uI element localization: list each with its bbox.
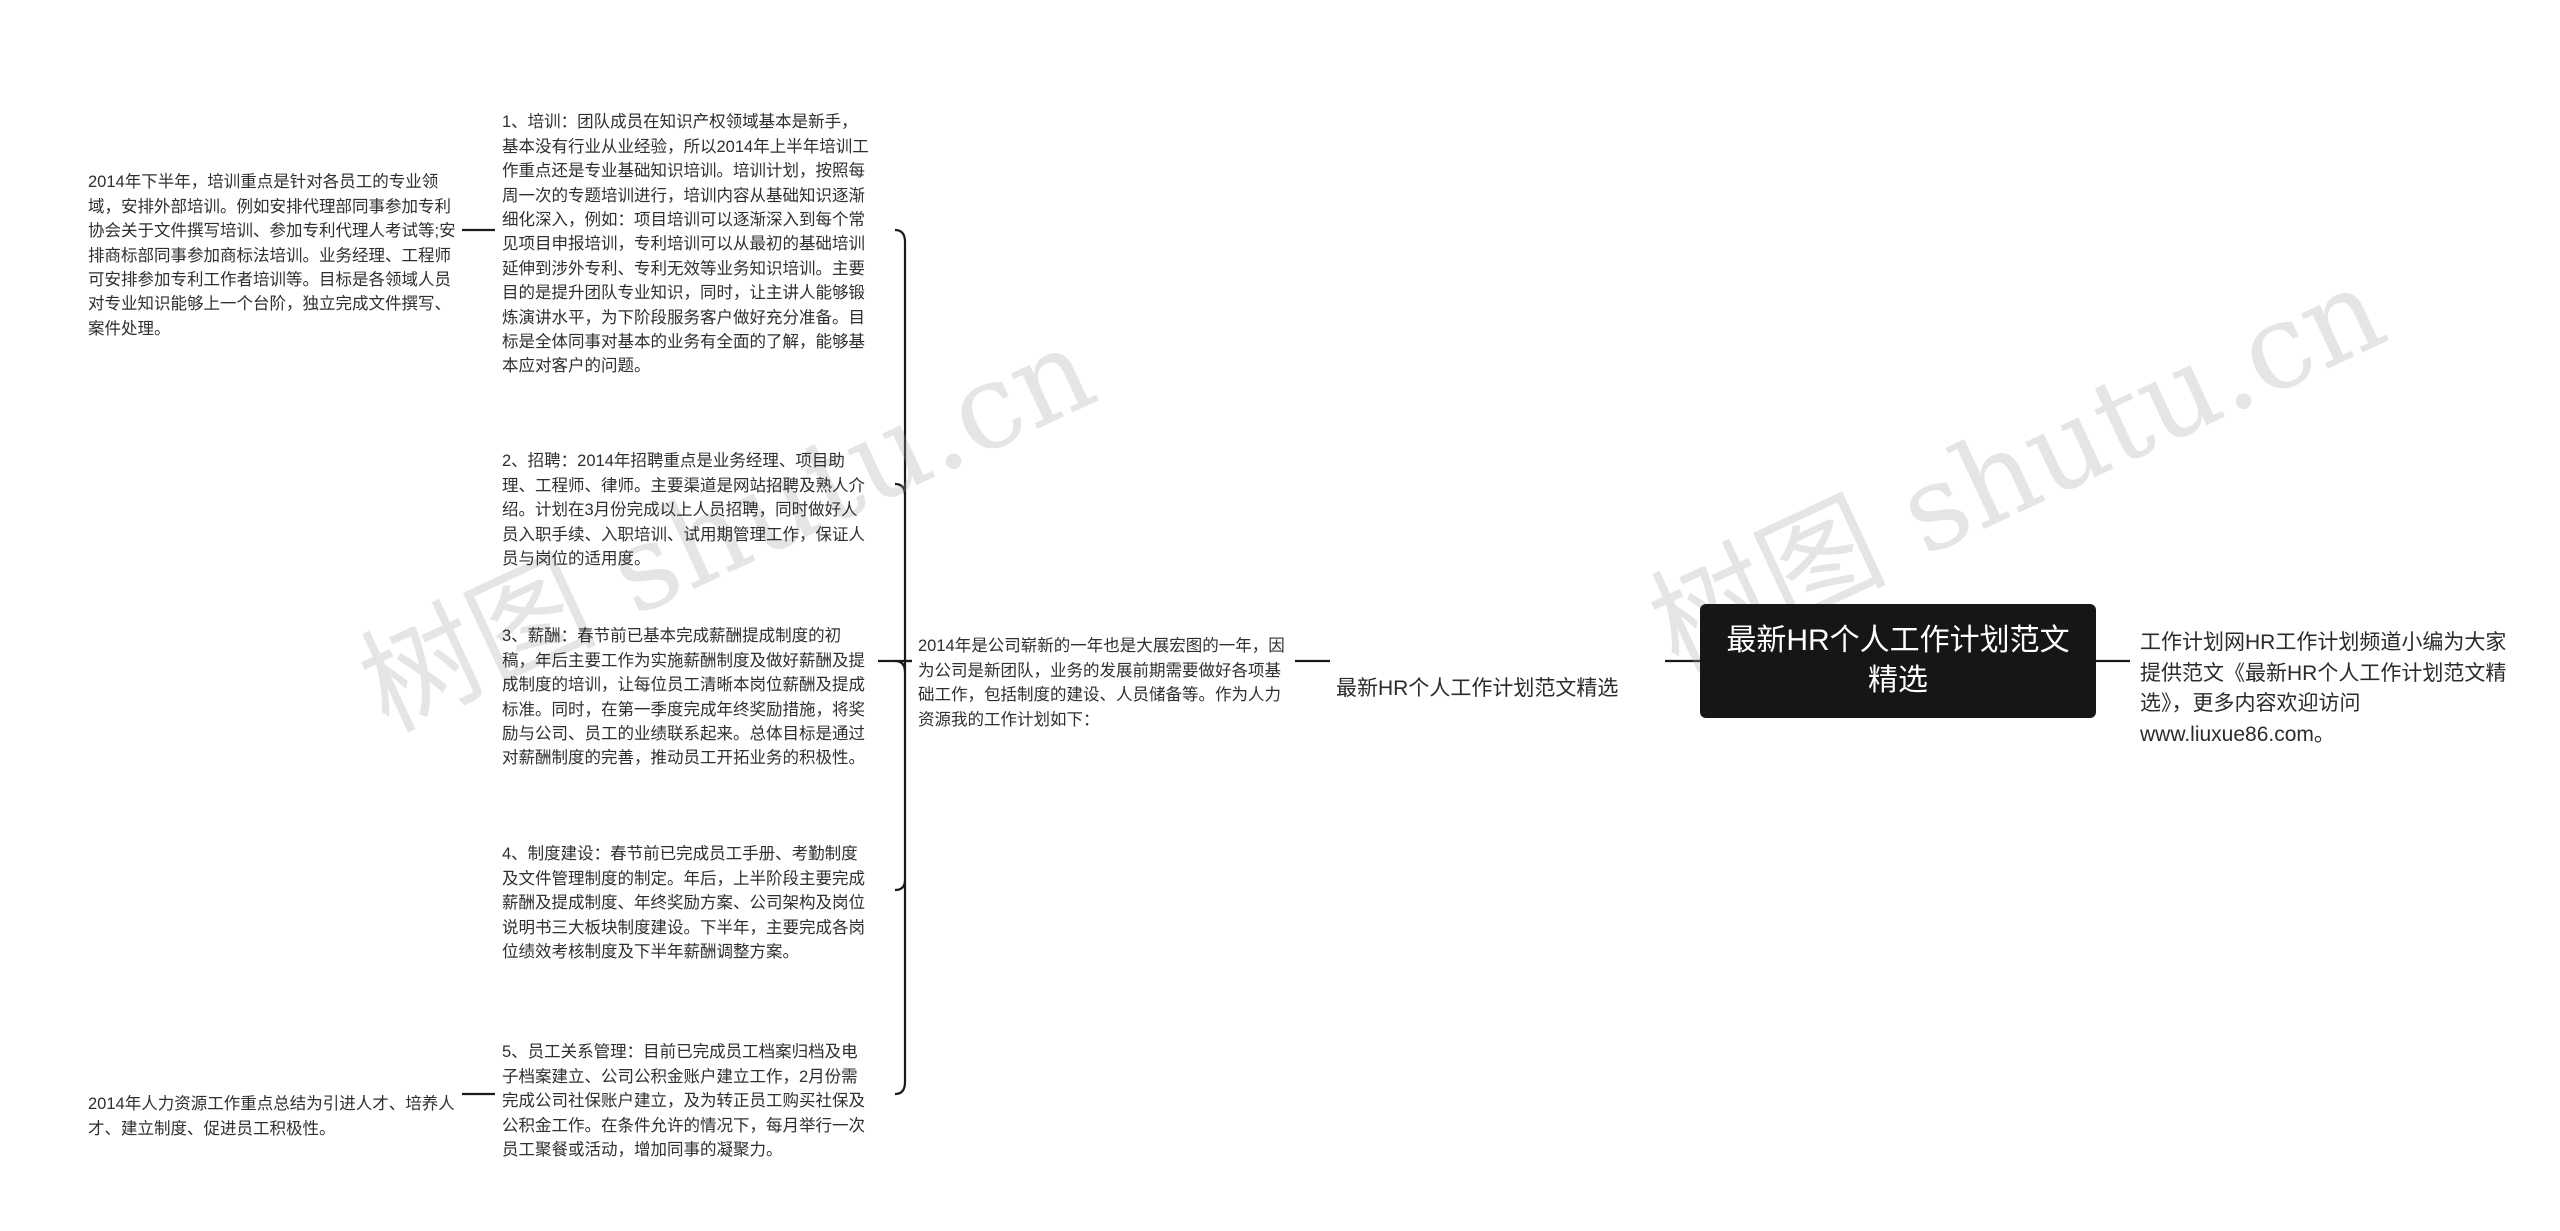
- item-system-text: 4、制度建设：春节前已完成员工手册、考勤制度及文件管理制度的制定。年后，上半阶段…: [502, 845, 865, 962]
- item-salary[interactable]: 3、薪酬：春节前已基本完成薪酬提成制度的初稿，年后主要工作为实施薪酬制度及做好薪…: [502, 600, 872, 771]
- item-employee-relations-text: 5、员工关系管理：目前已完成员工档案归档及电子档案建立、公司公积金账户建立工作，…: [502, 1043, 865, 1160]
- branch-node[interactable]: 最新HR个人工作计划范文精选: [1336, 644, 1666, 705]
- intro-node[interactable]: 2014年是公司崭新的一年也是大展宏图的一年，因为公司是新团队，业务的发展前期需…: [918, 610, 1290, 732]
- item-recruitment[interactable]: 2、招聘：2014年招聘重点是业务经理、项目助理、工程师、律师。主要渠道是网站招…: [502, 425, 872, 571]
- item-training-text: 1、培训：团队成员在知识产权领域基本是新手，基本没有行业从业经验，所以2014年…: [502, 113, 869, 376]
- item-system[interactable]: 4、制度建设：春节前已完成员工手册、考勤制度及文件管理制度的制定。年后，上半阶段…: [502, 818, 872, 964]
- sub-summary-text: 2014年人力资源工作重点总结为引进人才、培养人才、建立制度、促进员工积极性。: [88, 1095, 455, 1138]
- sub-summary[interactable]: 2014年人力资源工作重点总结为引进人才、培养人才、建立制度、促进员工积极性。: [88, 1068, 456, 1141]
- right-note-text: 工作计划网HR工作计划频道小编为大家提供范文《最新HR个人工作计划范文精选》，更…: [2140, 631, 2507, 746]
- intro-text: 2014年是公司崭新的一年也是大展宏图的一年，因为公司是新团队，业务的发展前期需…: [918, 637, 1285, 729]
- item-recruitment-text: 2、招聘：2014年招聘重点是业务经理、项目助理、工程师、律师。主要渠道是网站招…: [502, 452, 865, 569]
- root-node[interactable]: 最新HR个人工作计划范文精选: [1700, 604, 2096, 718]
- item-training[interactable]: 1、培训：团队成员在知识产权领域基本是新手，基本没有行业从业经验，所以2014年…: [502, 86, 872, 379]
- right-note[interactable]: 工作计划网HR工作计划频道小编为大家提供范文《最新HR个人工作计划范文精选》，更…: [2140, 598, 2520, 750]
- sub-training-second-half-text: 2014年下半年，培训重点是针对各员工的专业领域，安排外部培训。例如安排代理部同…: [88, 173, 456, 338]
- root-title: 最新HR个人工作计划范文精选: [1726, 623, 2070, 698]
- branch-label: 最新HR个人工作计划范文精选: [1336, 677, 1619, 701]
- item-salary-text: 3、薪酬：春节前已基本完成薪酬提成制度的初稿，年后主要工作为实施薪酬制度及做好薪…: [502, 627, 865, 768]
- item-employee-relations[interactable]: 5、员工关系管理：目前已完成员工档案归档及电子档案建立、公司公积金账户建立工作，…: [502, 1016, 872, 1162]
- sub-training-second-half[interactable]: 2014年下半年，培训重点是针对各员工的专业领域，安排外部培训。例如安排代理部同…: [88, 146, 456, 341]
